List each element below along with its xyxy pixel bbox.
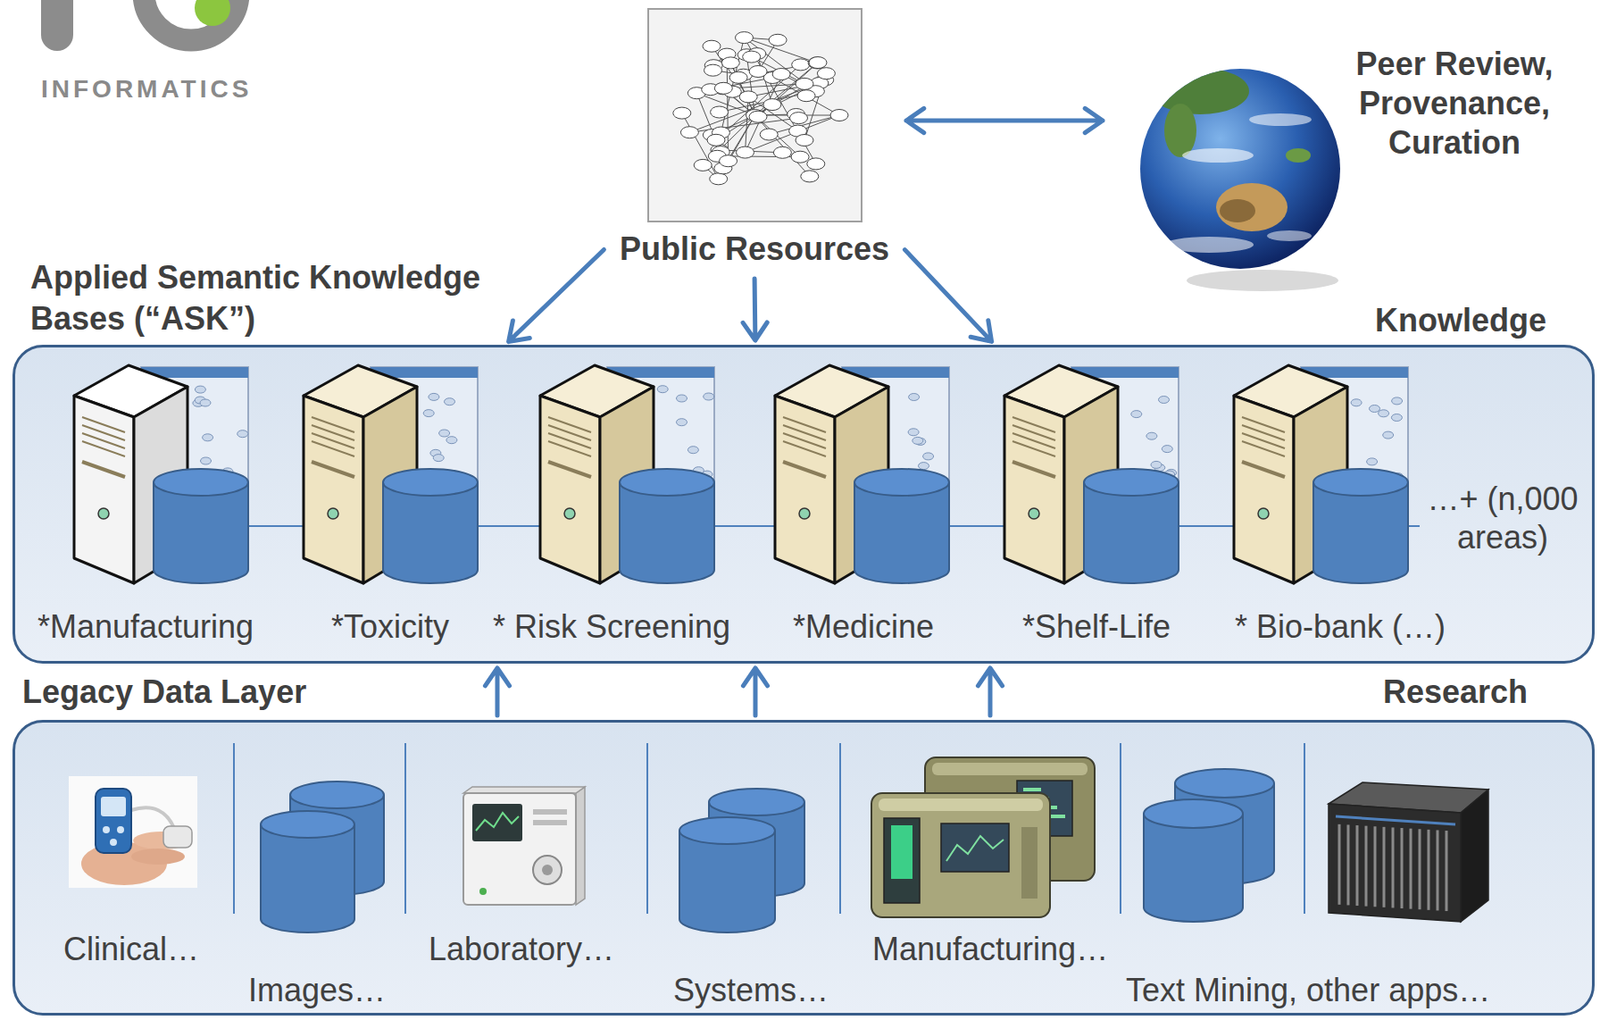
- knowledge-base: *Manufacturing: [37, 361, 254, 646]
- logo-text: INFORMATICS: [41, 75, 252, 104]
- connector-line: [906, 108, 1103, 133]
- oximeter-icon: [68, 775, 198, 888]
- node-label: Text Mining, other apps…: [1125, 971, 1491, 1009]
- band-side-heading: Knowledge: [1375, 300, 1547, 342]
- rack-server-icon: [1326, 780, 1491, 924]
- server-icon: [300, 361, 480, 586]
- node-label: Systems…: [673, 971, 829, 1009]
- data-source: Systems…: [673, 787, 829, 1009]
- more-areas-note: …+ (n,000 areas): [1417, 479, 1588, 557]
- data-source: Images…: [248, 780, 386, 1009]
- connector-arrow: [977, 667, 1002, 716]
- node-label: *Medicine: [792, 608, 934, 646]
- connector-arrow: [508, 250, 605, 342]
- logo-dot: [194, 0, 231, 26]
- connector-arrow: [742, 667, 767, 716]
- logo-bar: [41, 0, 74, 51]
- data-source: Text Mining, other apps…: [1125, 767, 1491, 1009]
- database-icon: [259, 780, 386, 934]
- connector-line: [742, 667, 767, 716]
- server-icon: [772, 361, 951, 586]
- data-source: Manufacturing…: [869, 755, 1109, 968]
- node-label: * Bio-bank (…): [1234, 608, 1446, 646]
- node-label: Manufacturing…: [872, 930, 1109, 968]
- data-source: Laboratory…: [428, 783, 615, 968]
- legacy-band: Legacy Data LayerResearchClinical…Images…: [12, 719, 1595, 1016]
- connector-arrow: [484, 667, 509, 716]
- node-label: *Shelf-Life: [1022, 608, 1171, 646]
- connector-line: [977, 667, 1002, 716]
- server-icon: [71, 361, 250, 586]
- knowledge-band: Applied Semantic Knowledge Bases (“ASK”)…: [12, 344, 1595, 664]
- resource-node: Public Resources: [607, 4, 902, 275]
- data-source: Clinical…: [63, 775, 200, 968]
- knowledge-base: *Shelf-Life: [1001, 361, 1181, 646]
- database-icon: [678, 787, 807, 934]
- connector-arrow: [742, 278, 767, 341]
- node-label: Images…: [248, 971, 386, 1009]
- connector-arrow: [904, 250, 992, 342]
- network-graph-image: [647, 8, 863, 223]
- node-label: * Risk Screening: [492, 608, 731, 646]
- knowledge-base: * Risk Screening: [492, 361, 731, 646]
- node-label: *Manufacturing: [37, 608, 254, 646]
- connector-line: [904, 250, 992, 342]
- connector-line: [742, 278, 767, 341]
- globe-node: Peer Review, Provenance, Curation: [1107, 35, 1572, 286]
- node-title: Public Resources: [619, 229, 890, 269]
- connector-line: [484, 667, 509, 716]
- lab-instrument-icon: [461, 783, 587, 907]
- band-heading: Legacy Data Layer: [22, 671, 307, 713]
- node-label: Clinical…: [63, 930, 200, 968]
- server-icon: [1001, 361, 1181, 586]
- knowledge-base: *Medicine: [772, 361, 951, 646]
- knowledge-base: *Toxicity: [300, 361, 480, 646]
- band-heading: Applied Semantic Knowledge Bases (“ASK”): [30, 257, 531, 340]
- database-icon: [1142, 767, 1276, 924]
- logo-ring: [143, 0, 239, 41]
- node-label: *Toxicity: [331, 608, 450, 646]
- machine-icon: [869, 755, 1098, 919]
- connector-line: [508, 250, 605, 342]
- globe-picture: [1128, 57, 1352, 299]
- node-title: Peer Review, Provenance, Curation: [1338, 44, 1571, 163]
- server-icon: [537, 361, 717, 586]
- connector-arrow: [906, 108, 1103, 133]
- node-label: Laboratory…: [428, 930, 615, 968]
- knowledge-base: * Bio-bank (…): [1231, 361, 1446, 646]
- band-side-heading: Research: [1383, 671, 1528, 713]
- server-icon: [1231, 361, 1410, 586]
